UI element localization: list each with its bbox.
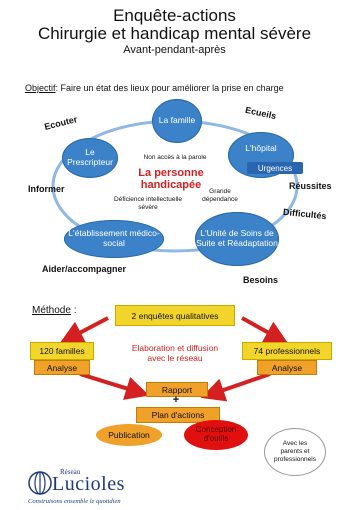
center-line-2: handicapée — [140, 179, 202, 192]
label-aider: Aider/accompagner — [42, 264, 127, 274]
box-plan: Plan d'actions — [136, 407, 220, 423]
logo-name: Lucioles — [52, 473, 125, 495]
title-line-1: Enquête-actions — [113, 6, 236, 25]
objective-label: Objectif — [25, 83, 56, 93]
arrow-to-familles — [59, 316, 109, 344]
objective-text: : Faire un état des lieux pour améliorer… — [55, 83, 284, 93]
logo-reseau: Réseau — [60, 468, 81, 476]
note-dependance-1: Grande — [209, 188, 231, 195]
note-dependance: Grande dépendance — [190, 188, 250, 204]
oval-avec: Avec les parents et professionnels — [264, 428, 326, 476]
note-dependance-2: dépendance — [202, 195, 238, 203]
box-familles: 120 familles — [30, 342, 94, 360]
center-person: La personne handicapée — [116, 167, 226, 191]
objective-line: Objectif: Faire un état des lieux pour a… — [25, 83, 284, 93]
node-prescripteur: Le Prescripteur — [62, 138, 118, 178]
center-line-1: La personne — [138, 167, 204, 179]
conception-line-2: d'outils — [203, 434, 229, 443]
oval-publication: Publication — [96, 424, 162, 446]
plus-sign: + — [172, 394, 180, 406]
arrow-to-professionnels — [241, 316, 289, 344]
conception-line-1: Conception — [195, 425, 237, 435]
lucioles-logo-icon — [28, 471, 52, 495]
note-parole: Non accès à la parole — [143, 154, 207, 161]
method-colon: : — [73, 305, 77, 316]
avec-line-3: professionnels — [274, 455, 316, 463]
note-deficience-1: Déficience intellectuelle — [114, 196, 182, 203]
elaboration-line-1: Elaboration et diffusion — [131, 343, 219, 353]
node-famille: La famille — [152, 99, 202, 143]
oval-conception: Conception d'outils — [184, 420, 248, 450]
elaboration-text: Elaboration et diffusion avec le réseau — [118, 343, 232, 363]
box-analyse-left: Analyse — [34, 360, 90, 375]
logo-tagline: Construisons ensemble le quotidien — [28, 498, 121, 505]
avec-line-2: parents et — [280, 448, 310, 456]
box-enquetes: 2 enquêtes qualitatives — [115, 305, 235, 326]
node-hopital-label: L'hôpital — [245, 143, 277, 154]
node-etablissement: L'établissement médico-social — [64, 220, 164, 258]
elaboration-line-2: avec le réseau — [147, 353, 203, 364]
node-urgences: Urgences — [247, 162, 303, 174]
box-rapport: Rapport — [146, 382, 208, 397]
label-besoins: Besoins — [243, 275, 279, 285]
box-analyse-right: Analyse — [257, 360, 317, 375]
note-deficience: Déficience intellectuelle sévère — [103, 196, 193, 212]
title-line-2: Chirurgie et handicap mental sévère — [37, 24, 312, 43]
box-professionnels: 74 professionnels — [242, 342, 332, 360]
title-line-3: Avant-pendant-après — [123, 44, 226, 56]
method-label-line: Méthode : — [32, 305, 76, 316]
arrow-right-to-rapport — [200, 372, 271, 402]
arrow-left-to-rapport — [79, 372, 150, 400]
label-reussites: Réussites — [289, 181, 332, 191]
note-deficience-2: sévère — [138, 203, 158, 211]
node-unite: L'Unité de Soins de Suite et Réadaptatio… — [195, 212, 279, 266]
label-informer: Informer — [28, 184, 65, 194]
method-label: Méthode — [32, 305, 71, 316]
avec-line-1: Avec les — [282, 440, 308, 448]
